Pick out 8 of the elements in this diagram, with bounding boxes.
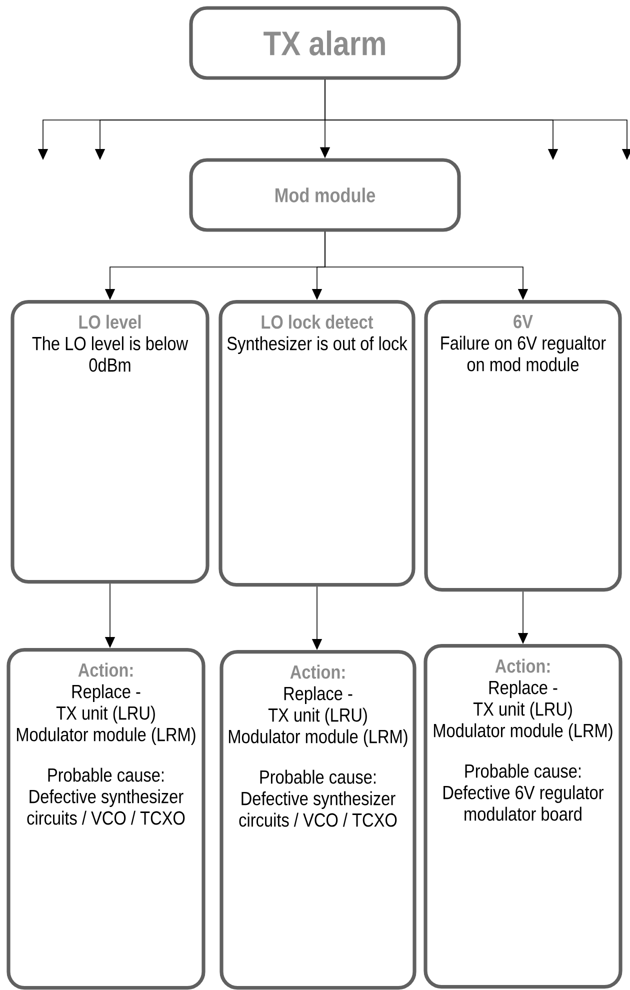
process-box: 6V Failure on 6V regualtor on mod module <box>424 300 622 592</box>
process-box: LO level The LO level is below 0dBm <box>10 300 210 584</box>
process-box: Action: Replace - TX unit (LRU) Modulator module (LRM) Probable cause: Defective synthesizer circuits / VCO / TCXO <box>6 648 206 990</box>
process-box: Mod module <box>189 158 461 232</box>
process-box: Action: Replace - TX unit (LRU) Modulator module (LRM) Probable cause: Defective synthesizer circuits / VCO / TCXO <box>220 650 416 990</box>
process-box: LO lock detect Synthesizer is out of lock <box>218 300 416 587</box>
process-box: Action: Replace - TX unit (LRU) Modulator module (LRM) Probable cause: Defective 6V regulator modulator board <box>424 644 622 989</box>
process-box: TX alarm <box>189 6 461 80</box>
